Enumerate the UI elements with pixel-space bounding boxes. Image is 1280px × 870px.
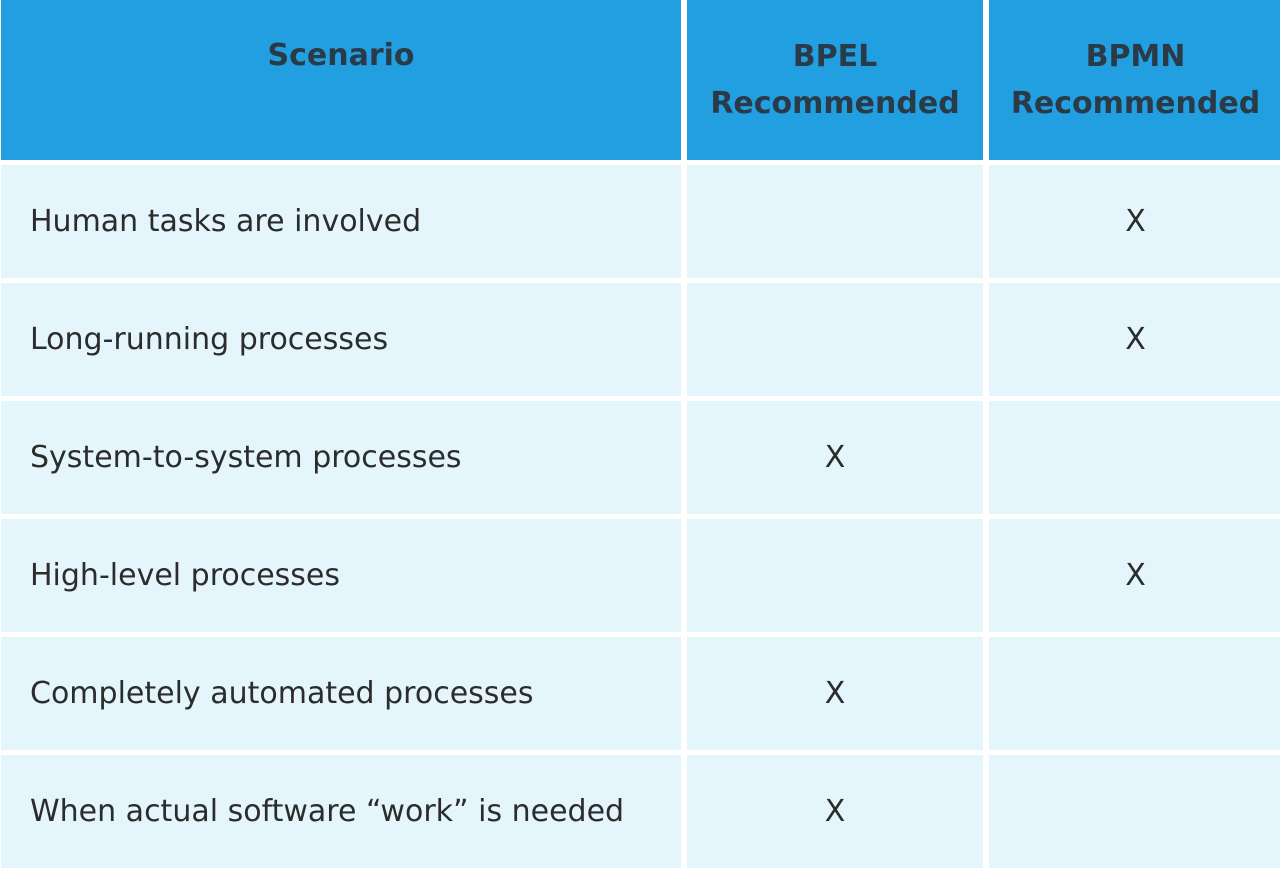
row-2-bpmn: X bbox=[989, 283, 1280, 396]
row-2-scenario-text: Long-running processes bbox=[30, 322, 389, 357]
row-2-scenario: Long-running processes bbox=[1, 283, 681, 396]
row-3-bpmn bbox=[989, 401, 1280, 514]
header-bpel-line-2: Recommended bbox=[710, 86, 960, 121]
header-bpmn-line-1: BPMN bbox=[1085, 39, 1186, 74]
row-3-bpel-mark: X bbox=[824, 440, 846, 475]
row-4-bpmn-mark: X bbox=[1125, 558, 1146, 593]
header-bpmn-line-2: Recommended bbox=[1010, 86, 1261, 121]
header-bpel: BPEL Recommended bbox=[687, 0, 983, 160]
row-4-bpel bbox=[687, 519, 983, 632]
row-3-scenario-text: System-to-system processes bbox=[30, 440, 462, 475]
header-scenario-label: Scenario bbox=[267, 38, 415, 73]
row-5-bpel: X bbox=[687, 637, 983, 750]
row-5-bpel-mark: X bbox=[824, 676, 846, 711]
row-6-bpel: X bbox=[687, 755, 983, 868]
row-5-bpmn bbox=[989, 637, 1280, 750]
row-5-scenario: Completely automated processes bbox=[1, 637, 681, 750]
row-6-scenario: When actual software “work” is needed bbox=[1, 755, 681, 868]
row-2-bpel bbox=[687, 283, 983, 396]
row-6-bpel-mark: X bbox=[824, 794, 846, 829]
header-bpel-line-1: BPEL bbox=[792, 39, 878, 74]
row-6-bpmn bbox=[989, 755, 1280, 868]
row-4-bpmn: X bbox=[989, 519, 1280, 632]
row-4-scenario: High-level processes bbox=[1, 519, 681, 632]
row-1-bpmn: X bbox=[989, 165, 1280, 278]
header-scenario: Scenario bbox=[1, 0, 681, 160]
row-4-scenario-text: High-level processes bbox=[30, 558, 341, 593]
row-5-scenario-text: Completely automated processes bbox=[30, 676, 534, 711]
row-1-bpel bbox=[687, 165, 983, 278]
row-6-scenario-text: When actual software “work” is needed bbox=[30, 794, 625, 829]
header-bpmn: BPMN Recommended bbox=[989, 0, 1280, 160]
row-3-bpel: X bbox=[687, 401, 983, 514]
row-3-scenario: System-to-system processes bbox=[1, 401, 681, 514]
row-1-scenario: Human tasks are involved bbox=[1, 165, 681, 278]
row-2-bpmn-mark: X bbox=[1125, 322, 1146, 357]
row-1-scenario-text: Human tasks are involved bbox=[30, 204, 422, 239]
row-1-bpmn-mark: X bbox=[1125, 204, 1146, 239]
